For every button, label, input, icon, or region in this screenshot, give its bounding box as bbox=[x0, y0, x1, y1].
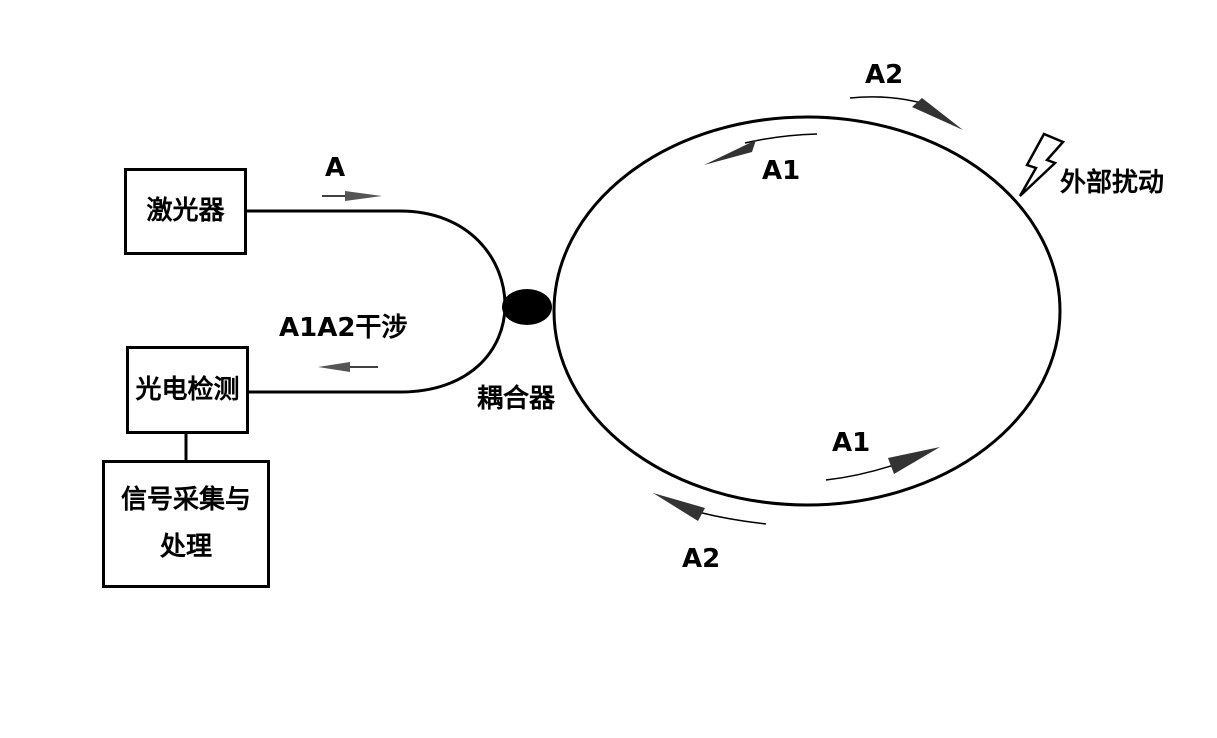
signal-processing-box: 信号采集与 处理 bbox=[102, 460, 270, 588]
a1-bottom-label: A1 bbox=[832, 428, 871, 458]
a2-top-arrow-head bbox=[912, 98, 963, 130]
input-wave-label: A bbox=[325, 153, 346, 183]
laser-label: 激光器 bbox=[146, 196, 225, 227]
photodetector-label: 光电检测 bbox=[135, 374, 240, 405]
a2-top-arrow-arc bbox=[849, 96, 926, 105]
a1-top-arrow-arc bbox=[744, 133, 818, 144]
a1-bottom-arrow-arc bbox=[825, 462, 901, 481]
fiber-lead-output bbox=[248, 304, 507, 394]
a1-top-arrow-head bbox=[704, 140, 756, 165]
fiber-loop bbox=[552, 115, 1062, 507]
a1-bottom-arrow-head bbox=[888, 447, 940, 474]
coupler-node bbox=[502, 289, 552, 325]
a2-top-label: A2 bbox=[865, 60, 904, 90]
coupler-label: 耦合器 bbox=[477, 384, 556, 414]
signal-processing-label-line2: 处理 bbox=[159, 532, 212, 562]
fiber-lead-input bbox=[246, 209, 507, 306]
a2-bottom-arrow-head bbox=[653, 493, 705, 521]
signal-processing-label-line1: 信号采集与 bbox=[120, 485, 251, 516]
laser-box: 激光器 bbox=[124, 168, 247, 255]
interference-label: A1A2干涉 bbox=[279, 313, 408, 343]
photodetector-box: 光电检测 bbox=[126, 346, 249, 434]
disturbance-label: 外部扰动 bbox=[1060, 168, 1165, 198]
a1-top-label: A1 bbox=[762, 156, 801, 186]
input-arrow-head bbox=[345, 191, 382, 201]
a2-bottom-label: A2 bbox=[682, 544, 721, 574]
lightning-icon bbox=[1018, 132, 1066, 197]
a2-bottom-arrow-arc bbox=[697, 511, 767, 525]
interference-arrow-head bbox=[318, 362, 350, 372]
